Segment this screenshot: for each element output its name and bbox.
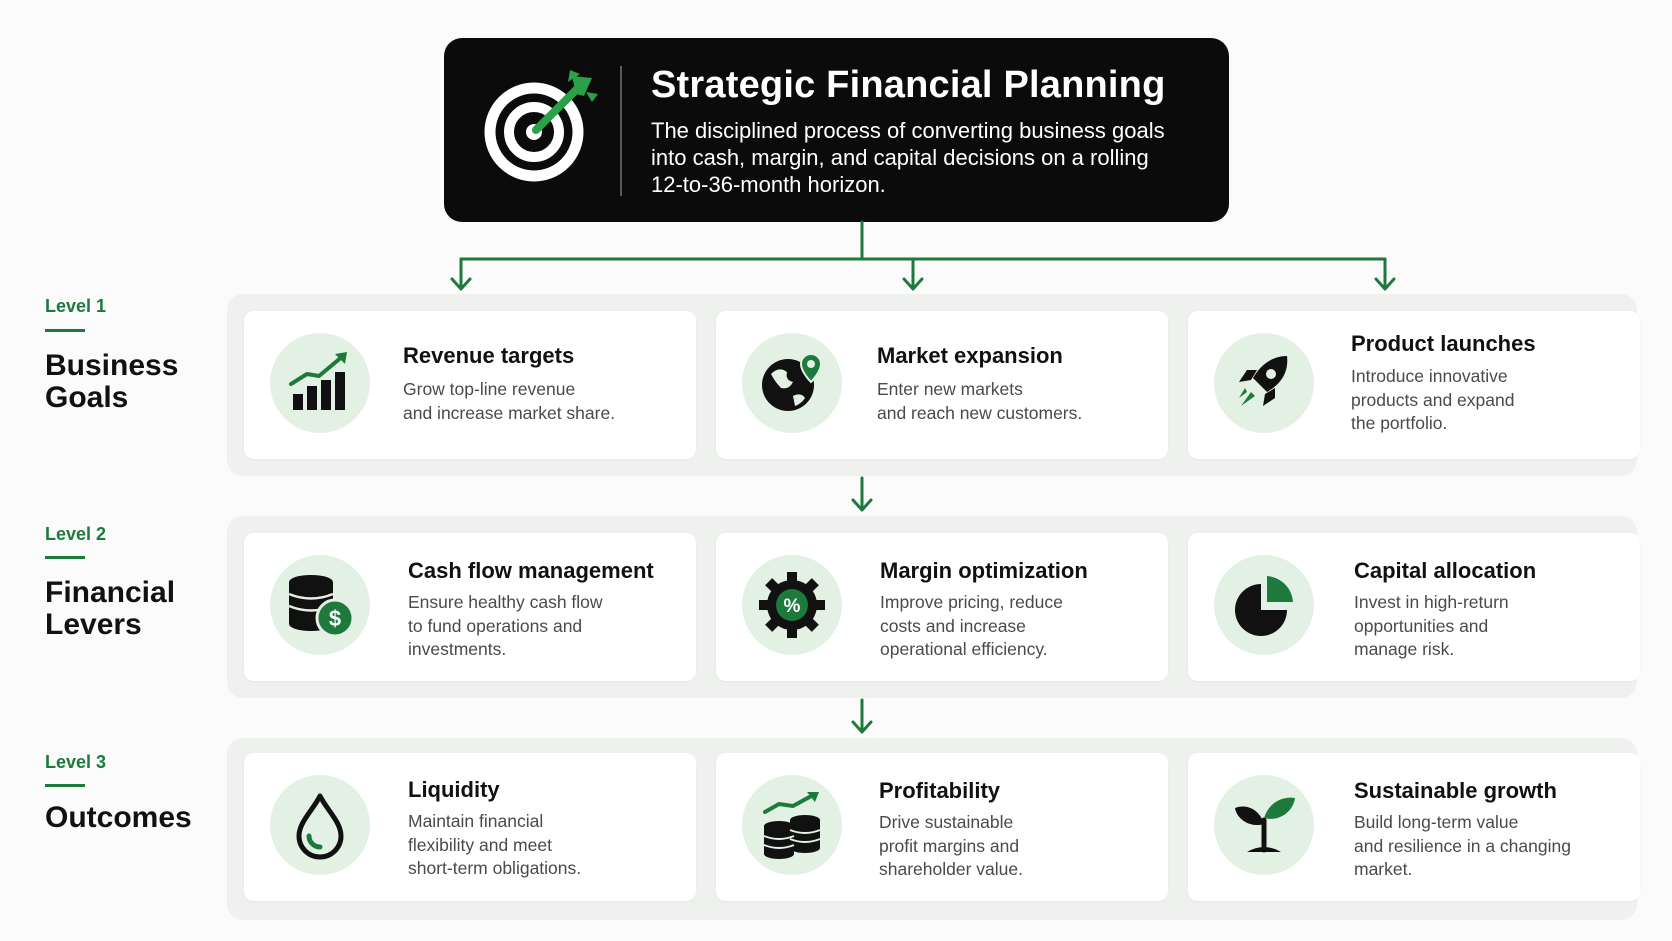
icon-circle [270, 775, 370, 875]
rocket-icon [1239, 356, 1288, 406]
card-description-line: products and expand [1351, 389, 1515, 410]
card-title: Margin optimization [880, 558, 1088, 583]
globe-pin-icon [762, 352, 823, 411]
card-sustainable-growth: Sustainable growth Build long-term value… [1188, 753, 1640, 901]
card-title: Capital allocation [1354, 558, 1537, 583]
header-card: Strategic Financial Planning The discipl… [444, 38, 1229, 222]
growth-chart-icon [289, 352, 347, 410]
sprout-icon [1235, 797, 1295, 853]
card-margin-optimization: % Margin optimization Improve pricing, r… [716, 533, 1168, 681]
card-product-launches: Product launches Introduce innovative pr… [1188, 311, 1640, 459]
level-3-label: Level 3 [45, 752, 107, 772]
header-description-line: The disciplined process of converting bu… [651, 118, 1165, 143]
card-description-line: shareholder value. [879, 859, 1023, 879]
card-market-expansion: Market expansion Enter new markets and r… [716, 311, 1168, 459]
card-liquidity: Liquidity Maintain financial flexibility… [244, 753, 696, 901]
card-description: Improve pricing, reduce costs and increa… [880, 591, 1063, 662]
card-title: Profitability [879, 778, 1001, 803]
level-3-panel: Liquidity Maintain financial flexibility… [227, 738, 1640, 920]
card-profitability: Profitability Drive sustainable profit m… [716, 753, 1168, 901]
level-1-panel: Revenue targets Grow top-line revenue an… [227, 294, 1640, 476]
header-description-line: into cash, margin, and capital decisions… [651, 145, 1149, 170]
card-description-line: Enter new markets [877, 379, 1023, 399]
card-description-line: manage risk. [1354, 639, 1455, 659]
icon-circle: % [742, 555, 842, 655]
card-description-line: to fund operations and [408, 615, 583, 636]
target-arrow-icon [484, 70, 598, 182]
icon-circle [270, 333, 370, 433]
level-1-label: Level 1 [45, 296, 107, 316]
coin-stack-growth-icon [763, 792, 821, 859]
coins-dollar-icon: $ [288, 575, 355, 638]
card-cash-flow-management: $ Cash flow management Ensure healthy ca… [244, 533, 696, 681]
icon-circle [742, 333, 842, 433]
level-title-line: Levers [45, 608, 142, 641]
level-2-label: Level 2 [45, 524, 107, 544]
icon-circle: $ [270, 555, 370, 655]
level-2-panel: $ Cash flow management Ensure healthy ca… [227, 516, 1640, 698]
card-description-line: Ensure healthy cash flow [408, 592, 603, 612]
card-description-line: Improve pricing, reduce [880, 592, 1063, 612]
card-description-line: flexibility and meet [408, 834, 552, 855]
card-title: Product launches [1351, 331, 1536, 356]
svg-text:$: $ [329, 606, 341, 631]
card-description-line: opportunities and [1354, 615, 1489, 636]
card-title: Cash flow management [408, 558, 654, 583]
header-description: The disciplined process of converting bu… [651, 117, 1191, 198]
header-description-line: 12-to-36-month horizon. [651, 172, 886, 197]
level-title-line: Goals [45, 381, 129, 414]
gear-percent-icon: % [759, 572, 825, 638]
card-description-line: Grow top-line revenue [403, 379, 576, 399]
level-title-line: Financial [45, 576, 176, 609]
card-description-line: Build long-term value [1354, 812, 1519, 832]
card-description-line: Maintain financial [408, 811, 544, 831]
header-divider [620, 66, 622, 196]
card-description: Enter new markets and reach new customer… [877, 378, 1082, 425]
level-1-rule [45, 329, 85, 332]
card-title: Revenue targets [403, 343, 575, 368]
card-description-line: Drive sustainable [879, 812, 1014, 832]
level-3-rule [45, 784, 85, 787]
card-description: Ensure healthy cash flow to fund operati… [408, 591, 603, 662]
level-title-line: Outcomes [45, 801, 192, 834]
card-description-line: and reach new customers. [877, 402, 1083, 423]
card-description-line: Invest in high-return [1354, 592, 1509, 612]
card-description-line: Introduce innovative [1351, 366, 1508, 386]
level-2-title: Financial Levers [45, 577, 175, 641]
page-title: Strategic Financial Planning [651, 64, 1166, 106]
level-3-title: Outcomes [45, 802, 192, 834]
level-2-rule [45, 556, 85, 559]
level-1-title: Business Goals [45, 350, 178, 414]
card-description-line: operational efficiency. [880, 639, 1048, 659]
card-revenue-targets: Revenue targets Grow top-line revenue an… [244, 311, 696, 459]
card-capital-allocation: Capital allocation Invest in high-return… [1188, 533, 1640, 681]
card-description-line: short-term obligations. [408, 858, 582, 878]
card-description: Drive sustainable profit margins and sha… [879, 811, 1023, 882]
card-description-line: and resilience in a changing [1354, 835, 1571, 856]
card-description-line: profit margins and [879, 835, 1020, 856]
card-description: Invest in high-return opportunities and … [1354, 591, 1509, 662]
card-description: Introduce innovative products and expand… [1351, 365, 1514, 436]
card-description-line: costs and increase [880, 615, 1026, 636]
card-title: Sustainable growth [1354, 778, 1557, 803]
pie-chart-icon [1235, 576, 1293, 636]
card-description-line: the portfolio. [1351, 413, 1448, 433]
svg-text:%: % [784, 596, 801, 617]
water-drop-icon [296, 793, 344, 860]
card-description-line: and increase market share. [403, 402, 616, 423]
card-description-line: market. [1354, 859, 1413, 879]
icon-circle [1214, 555, 1314, 655]
card-description: Maintain financial flexibility and meet … [408, 810, 581, 881]
card-title: Liquidity [408, 777, 500, 802]
icon-circle [1214, 775, 1314, 875]
level-title-line: Business [45, 349, 179, 382]
card-title: Market expansion [877, 343, 1063, 368]
icon-circle [1214, 333, 1314, 433]
card-description-line: investments. [408, 639, 507, 659]
card-description: Build long-term value and resilience in … [1354, 811, 1571, 882]
card-description: Grow top-line revenue and increase marke… [403, 378, 615, 425]
icon-circle [742, 775, 842, 875]
